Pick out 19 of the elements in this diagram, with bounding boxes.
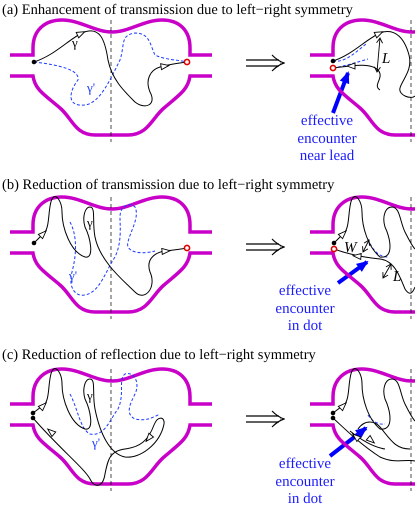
length-label: L (382, 52, 390, 66)
path-label: γ (87, 389, 93, 403)
path-label: γ' (87, 81, 96, 95)
implies-arrow (245, 238, 285, 256)
pointer-arrow (336, 260, 369, 285)
pointer-arrow (331, 71, 350, 114)
length-label: L (393, 270, 402, 284)
annotation-text: effective encounter in dot (272, 283, 338, 336)
length-label: W (344, 241, 356, 255)
annotation-text: effective encounter in dot (272, 456, 338, 507)
path-label: γ (72, 36, 78, 50)
panel-title: (a) Enhancement of transmission due to left−right symmetry (2, 2, 353, 18)
panel-title: (c) Reduction of reflection due to left−right symmetry (2, 347, 316, 363)
annotation-text: effective encounter near lead (294, 113, 360, 166)
implies-arrow (245, 410, 285, 428)
path-label: γ' (92, 436, 100, 450)
path-label: γ (87, 216, 93, 230)
implies-arrow (245, 54, 285, 72)
panel-title: (b) Reduction of transmission due to left−right symmetry (2, 177, 334, 193)
